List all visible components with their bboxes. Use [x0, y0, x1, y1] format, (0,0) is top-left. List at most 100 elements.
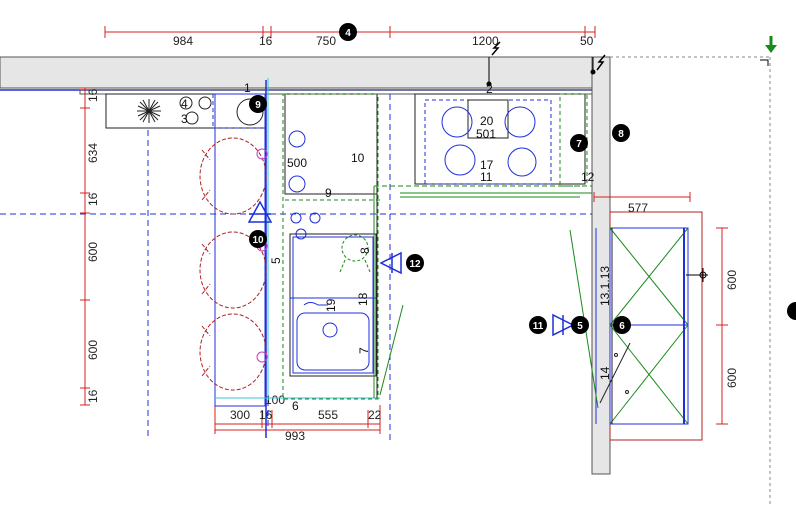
svg-text:8: 8: [618, 129, 624, 140]
label-501: 501: [476, 127, 496, 141]
sink-inner: [292, 236, 374, 374]
chair[interactable]: [199, 313, 267, 391]
dim-bottom-555: 555: [318, 408, 338, 422]
sink-block[interactable]: [289, 94, 404, 398]
burner-icon: [198, 96, 212, 110]
dim-50: 50: [580, 34, 594, 48]
svg-text:11: 11: [533, 321, 544, 332]
label-20: 20: [480, 114, 494, 128]
island-cross: [609, 227, 689, 425]
label-14: 14: [598, 366, 612, 380]
marker-11[interactable]: 11: [529, 316, 547, 334]
label-3: 3: [181, 112, 188, 126]
diagonal-green: [379, 304, 404, 396]
sink-basin: [296, 312, 370, 371]
marker-8[interactable]: 6: [613, 316, 631, 334]
hob-counter[interactable]: [374, 93, 592, 198]
label-7: 7: [357, 347, 371, 354]
label-5: 5: [269, 257, 283, 264]
hinge-dot: [625, 390, 629, 394]
marker-10[interactable]: 10: [249, 230, 267, 248]
dim-1200: 1200: [472, 34, 499, 48]
tap-icon: [686, 268, 708, 282]
label-6: 6: [292, 399, 299, 413]
chair[interactable]: [199, 137, 267, 215]
plant-icon: [137, 99, 161, 123]
label-4: 4: [181, 97, 188, 111]
electric-outlet-icon[interactable]: [590, 54, 606, 75]
chair[interactable]: [199, 231, 267, 309]
view-triangle-icon[interactable]: [247, 200, 273, 223]
view-triangle-icon[interactable]: [379, 251, 402, 275]
dim-right-600b: 600: [725, 368, 739, 388]
dim-984: 984: [173, 34, 193, 48]
right-island[interactable]: [569, 211, 708, 441]
dim-left-600a: 600: [86, 242, 100, 262]
label-18: 18: [356, 292, 370, 306]
burner-icon: [309, 212, 321, 224]
label-9: 9: [325, 186, 332, 200]
burner-icon: [444, 144, 476, 176]
dining-table[interactable]: [214, 78, 380, 438]
sink-bowl-icon: [236, 98, 264, 126]
dim-bottom-100: 100: [265, 393, 285, 407]
burner-icon: [507, 147, 537, 177]
cabinet-green-dashed: [282, 93, 379, 400]
left-dimension-chain: 16 634 16 600 600 16: [80, 87, 100, 406]
label-10: 10: [351, 151, 365, 165]
dim-left-634: 634: [86, 143, 100, 163]
chairs: [199, 137, 267, 391]
counter-dashed: [212, 93, 266, 129]
top-wall: [0, 56, 611, 89]
dim-left-600b: 600: [86, 340, 100, 360]
hob-plate: [467, 99, 509, 139]
marker-6[interactable]: 7: [570, 134, 588, 152]
svg-text:5: 5: [577, 321, 583, 332]
burner-icon: [441, 106, 473, 138]
dim-left-16b: 16: [86, 192, 100, 206]
dim-16: 16: [259, 34, 273, 48]
left-top-counter[interactable]: [105, 93, 267, 129]
right-dimensions: 577 600 600: [593, 192, 739, 425]
dim-577: 577: [628, 201, 648, 215]
view-triangle-icon[interactable]: [552, 313, 575, 337]
marker-12[interactable]: 12: [406, 254, 424, 272]
dim-750: 750: [316, 34, 336, 48]
door-swing-line: [599, 342, 631, 404]
svg-text:6: 6: [619, 321, 625, 332]
dim-right-600a: 600: [725, 270, 739, 290]
chair-knobs: [256, 148, 268, 363]
label-1: 1: [244, 81, 251, 95]
label-13-1-13: 13.1.13: [598, 266, 612, 306]
marker-9[interactable]: 9: [249, 95, 267, 113]
electric-outlet-icon[interactable]: [486, 41, 501, 87]
marker-1-partial[interactable]: 1: [787, 302, 796, 320]
marker-4[interactable]: 4: [339, 23, 357, 41]
label-17: 17: [480, 158, 494, 172]
burner-icon: [290, 212, 302, 224]
markers[interactable]: 4 9 8 7 10 12 11 5: [249, 23, 796, 334]
label-12: 12: [581, 170, 595, 184]
svg-text:10: 10: [252, 235, 264, 246]
dim-left-16a: 16: [86, 88, 100, 102]
dim-bottom-993: 993: [285, 429, 305, 443]
label-2: 2: [486, 82, 493, 96]
svg-text:12: 12: [409, 259, 421, 270]
svg-text:9: 9: [255, 100, 261, 111]
dim-left-16c: 16: [86, 389, 100, 403]
island-outline: [609, 227, 689, 425]
burner-icon: [288, 175, 306, 193]
svg-text:4: 4: [345, 28, 351, 39]
label-8: 8: [358, 247, 372, 254]
marker-5[interactable]: 5: [571, 316, 589, 334]
grip-arrow-icon[interactable]: [760, 36, 777, 66]
label-500: 500: [287, 156, 307, 170]
cabinet-outline: [284, 93, 378, 195]
marker-7[interactable]: 8: [612, 124, 630, 142]
burner-icon: [185, 111, 199, 125]
sink-outer: [289, 233, 377, 377]
top-dimension-chain: 984 16 750 1200 50: [104, 26, 596, 48]
item-labels: 1 2 3 4 5 6 7 8 9 10 11 12 17 18 19 20 5…: [181, 81, 612, 413]
dim-bottom-300: 300: [230, 408, 250, 422]
